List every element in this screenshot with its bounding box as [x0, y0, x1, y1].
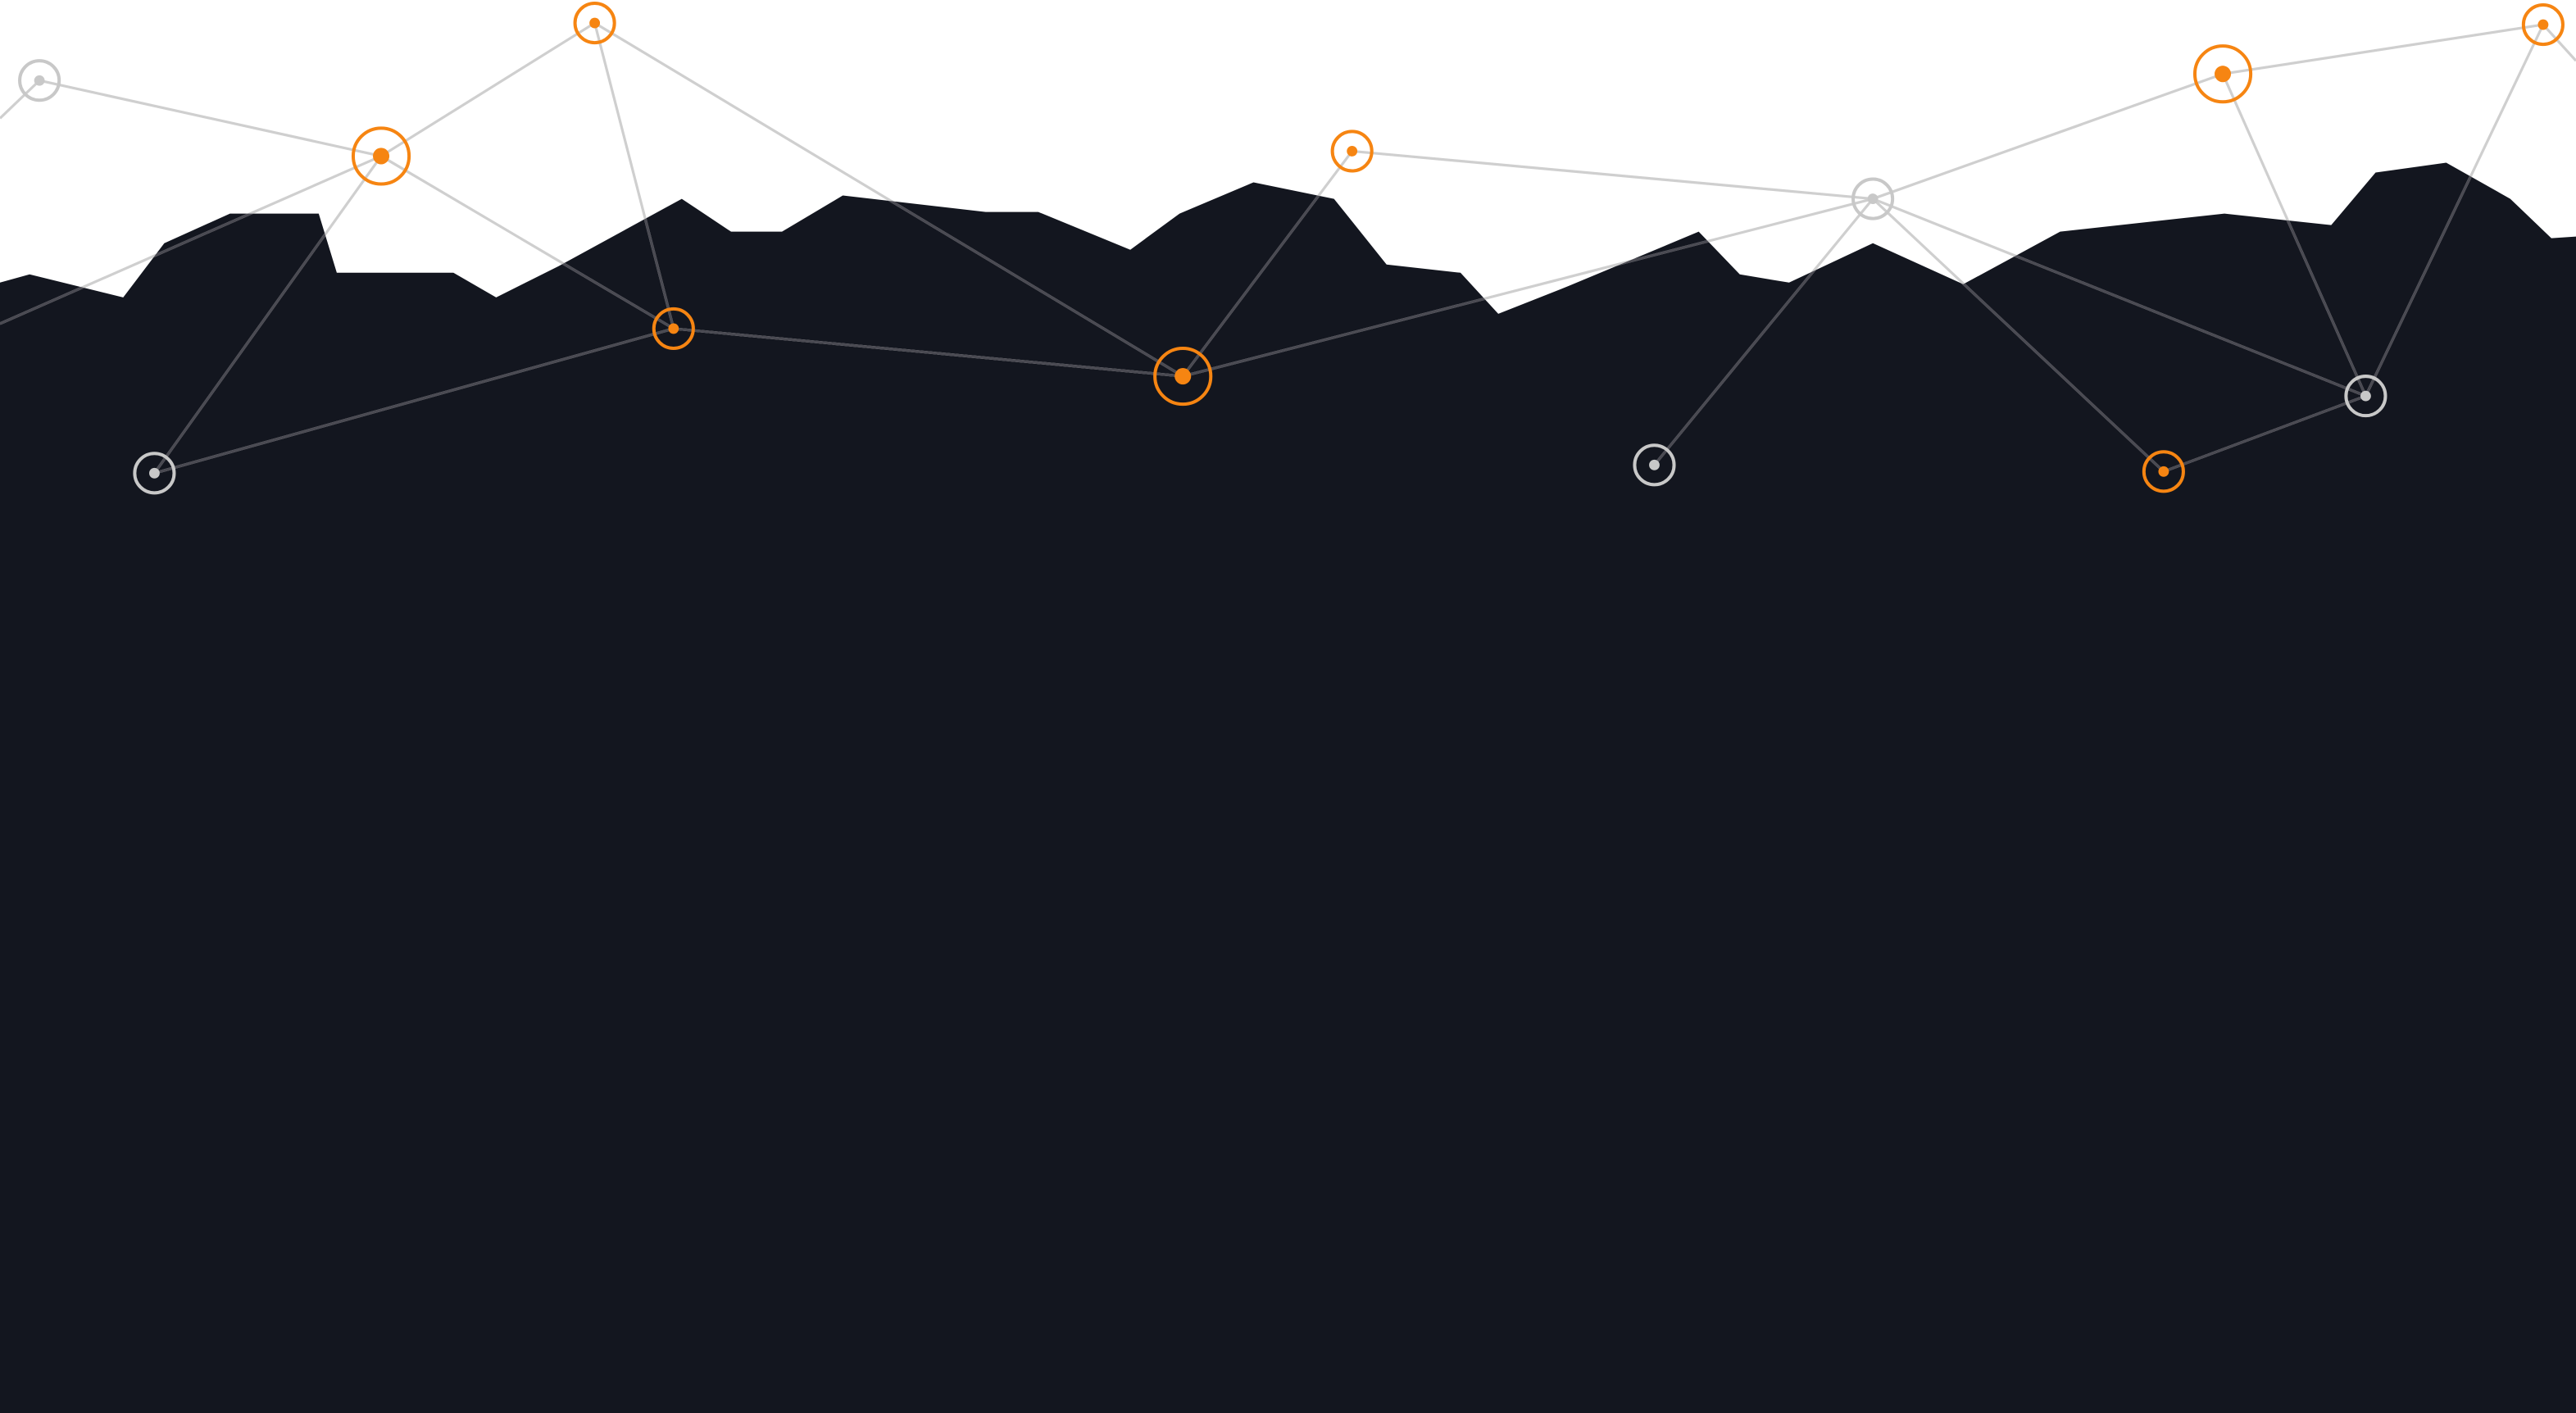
node-dot	[1649, 459, 1660, 470]
node-ring	[2142, 450, 2185, 493]
node-ring	[2192, 44, 2253, 104]
network-node	[133, 452, 176, 495]
network-link	[2222, 23, 2544, 75]
node-dot	[1174, 368, 1192, 385]
node-dot	[149, 467, 160, 479]
network-link	[1872, 72, 2224, 201]
network-node	[351, 126, 411, 186]
node-ring	[18, 59, 61, 102]
node-dot	[1347, 146, 1358, 157]
node-ring	[351, 126, 411, 186]
network-node	[1851, 177, 1895, 220]
network-node	[1633, 443, 1676, 487]
network-node	[2142, 450, 2185, 493]
node-ring	[573, 2, 616, 45]
terrain-silhouette	[0, 162, 2576, 1413]
network-link-shadow	[2221, 162, 2367, 397]
network-link	[380, 21, 596, 157]
node-ring	[1330, 129, 1374, 173]
network-node	[18, 59, 61, 102]
network-link	[39, 79, 382, 158]
node-ring	[2344, 375, 2387, 418]
network-node	[652, 307, 695, 350]
network-node	[573, 2, 616, 45]
network-link	[1352, 149, 1874, 201]
network-node	[2344, 375, 2387, 418]
node-dot	[2360, 390, 2371, 402]
node-ring	[1851, 177, 1895, 220]
network-node	[2521, 3, 2565, 47]
network-link-shadow	[153, 327, 675, 475]
node-ring	[2521, 3, 2565, 47]
network-nodes	[18, 2, 2565, 495]
node-dot	[668, 323, 679, 334]
network-node	[2192, 44, 2253, 104]
network-node	[1330, 129, 1374, 173]
network-link	[2542, 23, 2576, 62]
node-dot	[34, 75, 45, 86]
node-dot	[2215, 66, 2232, 83]
node-dot	[589, 17, 601, 29]
network-node	[1153, 346, 1213, 407]
node-ring	[652, 307, 695, 350]
network-link-shadow	[2364, 162, 2545, 397]
network-links	[0, 21, 2576, 475]
node-dot	[2158, 466, 2169, 477]
node-ring	[1153, 346, 1213, 407]
network-link	[0, 80, 41, 120]
node-dot	[1867, 193, 1879, 204]
node-ring	[1633, 443, 1676, 487]
node-dot	[2537, 19, 2549, 30]
network-link-shadow	[2163, 394, 2366, 473]
node-ring	[133, 452, 176, 495]
node-dot	[373, 148, 390, 165]
network-link-shadow	[673, 327, 1184, 378]
